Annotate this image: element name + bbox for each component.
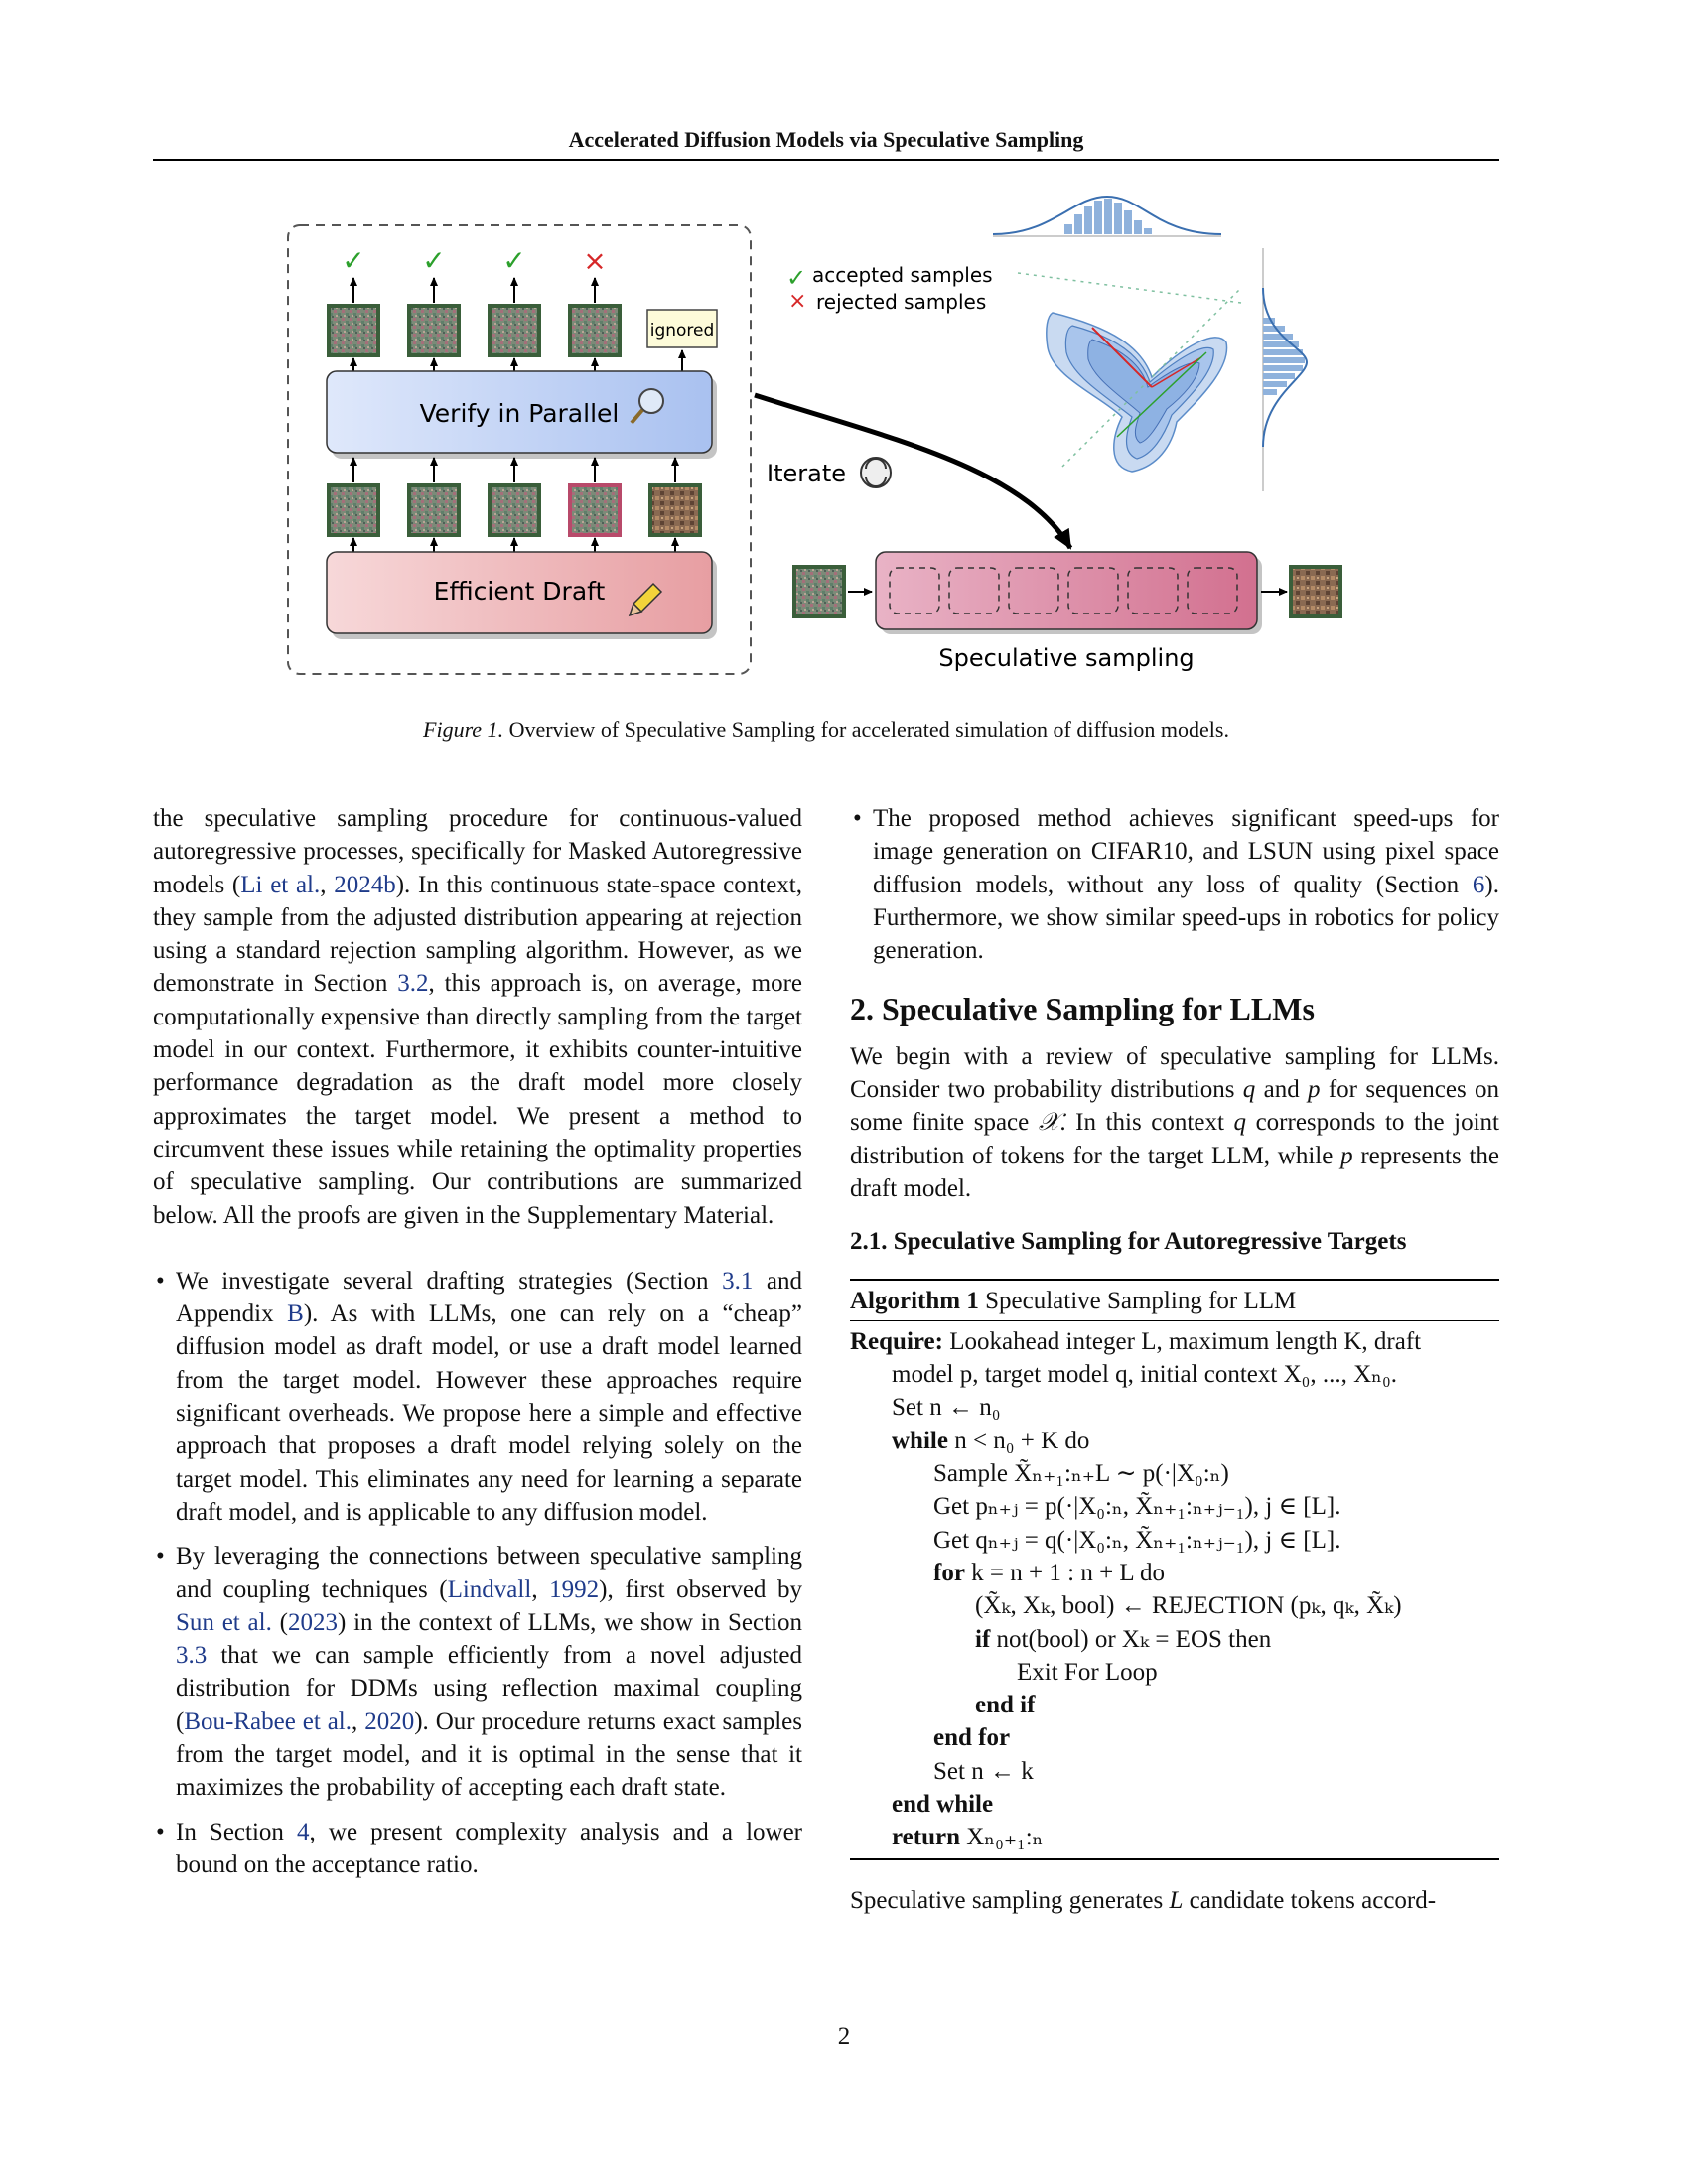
algorithm-line: for k = n + 1 : n + L do xyxy=(933,1559,1166,1586)
reject-mark: × xyxy=(583,244,606,277)
algorithm-line: Exit For Loop xyxy=(1017,1658,1158,1686)
contribution-coupling: By leveraging the connections between sp… xyxy=(153,1540,802,1804)
citation-sun[interactable]: Sun et al. xyxy=(176,1608,272,1636)
contributions-list-cont: The proposed method achieves significant… xyxy=(850,802,1499,967)
algorithm-line: end for xyxy=(933,1724,1011,1752)
contributions-list: We investigate several drafting strategi… xyxy=(153,1265,802,1881)
magnifier-icon xyxy=(630,388,664,425)
algorithm-1: Algorithm 1 Speculative Sampling for LLM… xyxy=(850,1278,1499,1860)
dashed-container xyxy=(287,224,752,675)
figure-caption: Figure 1. Overview of Speculative Sampli… xyxy=(153,717,1499,743)
algorithm-line: end while xyxy=(892,1791,994,1819)
right-column: The proposed method achieves significant… xyxy=(850,802,1499,1917)
algorithm-line: Require: Lookahead integer L, maximum le… xyxy=(850,1327,1422,1355)
verify-in-parallel-box xyxy=(326,370,713,454)
legend-cross-icon: × xyxy=(788,289,806,314)
citation-li-year[interactable]: 2024b xyxy=(334,871,396,898)
iterate-arrow xyxy=(754,392,1073,550)
algorithm-line: Sample X̃ₙ₊₁:ₙ₊L ∼ p(·|X₀:ₙ) xyxy=(933,1460,1229,1488)
ref-appendix-b[interactable]: B xyxy=(287,1300,304,1328)
check-mark-1: ✓ xyxy=(342,244,364,277)
pencil-icon xyxy=(628,582,663,617)
algorithm-line: Set n ← n₀ xyxy=(892,1394,1001,1422)
verify-label: Verify in Parallel xyxy=(420,399,620,428)
iterate-cycle-icon xyxy=(860,457,892,488)
legend-rejected: rejected samples xyxy=(816,290,986,314)
algorithm-line: model p, target model q, initial context… xyxy=(892,1361,1397,1389)
algorithm-line: end if xyxy=(975,1692,1036,1719)
draft-label: Efficient Draft xyxy=(434,577,606,606)
algorithm-title: Algorithm 1 Speculative Sampling for LLM xyxy=(850,1281,1499,1321)
draft-images xyxy=(327,483,702,537)
joint-density-contours xyxy=(1017,272,1242,473)
output-arrows xyxy=(350,277,599,303)
closing-paragraph: Speculative sampling generates L candida… xyxy=(850,1886,1437,1914)
legend-check-icon: ✓ xyxy=(786,264,806,292)
speculative-label: Speculative sampling xyxy=(938,644,1194,672)
citation-lindvall-year[interactable]: 1992 xyxy=(549,1575,600,1603)
speculative-sampling-box xyxy=(875,551,1258,630)
algorithm-line: if not(bool) or Xₖ = EOS then xyxy=(975,1625,1272,1653)
ignored-box xyxy=(646,309,718,348)
check-mark-2: ✓ xyxy=(422,244,445,277)
efficient-draft-box xyxy=(326,551,713,634)
figure-1: ✓ ✓ ✓ × ignored Verify in Parallel xyxy=(287,195,1342,675)
input-noise-image xyxy=(792,565,846,618)
ref-section-4[interactable]: 4 xyxy=(297,1818,310,1845)
caption-label: Figure 1. xyxy=(423,717,504,742)
output-image xyxy=(1289,565,1342,618)
algorithm-line: Set n ← k xyxy=(933,1757,1034,1785)
contribution-speedups: The proposed method achieves significant… xyxy=(850,802,1499,967)
algorithm-line: while n < n₀ + K do xyxy=(892,1427,1090,1454)
algorithm-line: (X̃ₖ, Xₖ, bool) ← REJECTION (pₖ, qₖ, X̃ₖ… xyxy=(975,1592,1402,1620)
density-plot xyxy=(992,195,1309,491)
ref-section-3-1[interactable]: 3.1 xyxy=(722,1267,754,1295)
intro-paragraph: the speculative sampling procedure for c… xyxy=(153,805,803,1229)
top-marginal-histogram xyxy=(992,195,1222,235)
subsection-2-1-heading: 2.1. Speculative Sampling for Autoregres… xyxy=(850,1228,1407,1256)
page-number: 2 xyxy=(837,2023,851,2050)
header-rule xyxy=(153,159,1499,161)
right-marginal-histogram xyxy=(1262,287,1309,448)
check-mark-3: ✓ xyxy=(502,244,525,277)
algorithm-line: Get qₙ₊ⱼ = q(·|X₀:ₙ, X̃ₙ₊₁:ₙ₊ⱼ₋₁), j ∈ [… xyxy=(933,1526,1341,1554)
ref-section-3-3[interactable]: 3.3 xyxy=(176,1642,208,1670)
section-2-paragraph: We begin with a review of speculative sa… xyxy=(850,1042,1499,1202)
algorithm-line: return Xₙ₀₊₁:ₙ xyxy=(892,1824,1044,1851)
draft-slots xyxy=(889,567,1238,614)
left-column: the speculative sampling procedure for c… xyxy=(153,802,802,1881)
citation-bou-rabee-year[interactable]: 2020 xyxy=(364,1707,415,1735)
section-2-heading: 2. Speculative Sampling for LLMs xyxy=(850,991,1315,1027)
contribution-drafting: We investigate several drafting strategi… xyxy=(153,1265,802,1529)
caption-text: Overview of Speculative Sampling for acc… xyxy=(508,717,1229,742)
citation-bou-rabee[interactable]: Bou-Rabee et al. xyxy=(184,1707,352,1735)
citation-lindvall[interactable]: Lindvall xyxy=(447,1575,532,1603)
ref-section-6[interactable]: 6 xyxy=(1472,871,1485,898)
verified-images xyxy=(327,304,622,357)
running-title: Accelerated Diffusion Models via Specula… xyxy=(568,127,1084,152)
citation-sun-year[interactable]: 2023 xyxy=(287,1608,338,1636)
contribution-complexity: In Section 4, we present complexity anal… xyxy=(153,1816,802,1882)
algorithm-line: Get pₙ₊ⱼ = p(·|X₀:ₙ, X̃ₙ₊₁:ₙ₊ⱼ₋₁), j ∈ [… xyxy=(933,1493,1341,1521)
iterate-label: Iterate xyxy=(767,460,846,487)
algorithm-body: Require: Lookahead integer L, maximum le… xyxy=(850,1321,1499,1858)
citation-li[interactable]: Li et al. xyxy=(240,871,321,898)
ignored-label: ignored xyxy=(650,321,715,341)
ref-section-3-2[interactable]: 3.2 xyxy=(397,970,429,998)
legend-accepted: accepted samples xyxy=(812,263,993,287)
